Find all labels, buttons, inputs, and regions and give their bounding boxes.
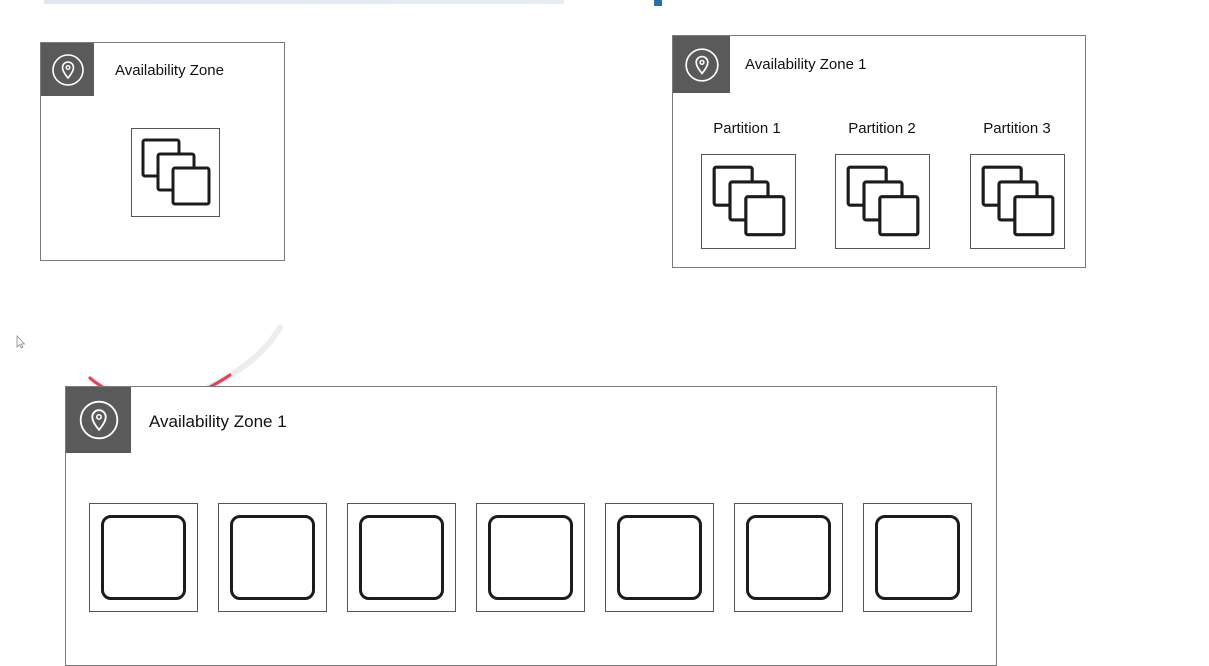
instance-box <box>863 503 972 612</box>
zone-title: Availability Zone <box>115 62 224 79</box>
instances-stack-icon <box>846 165 920 237</box>
partition-box-3 <box>970 154 1065 249</box>
availability-zone-cluster: Availability Zone <box>40 42 285 261</box>
header-accent-mark <box>654 0 662 6</box>
instance-box <box>89 503 198 612</box>
location-pin-icon <box>41 43 94 96</box>
instances-stack-icon <box>981 165 1055 237</box>
partition-label-1: Partition 1 <box>713 120 781 137</box>
instance-box <box>218 503 327 612</box>
location-pin-icon <box>66 387 131 453</box>
instance-box <box>347 503 456 612</box>
availability-zone-partition: Availability Zone 1 Partition 1 Partitio… <box>672 35 1086 268</box>
instance-box <box>734 503 843 612</box>
instance-group <box>131 128 220 217</box>
partition-box-2 <box>835 154 930 249</box>
partition-box-1 <box>701 154 796 249</box>
instance-box <box>605 503 714 612</box>
zone-title: Availability Zone 1 <box>149 412 287 431</box>
availability-zone-spread: Availability Zone 1 <box>65 386 997 666</box>
partition-label-3: Partition 3 <box>983 120 1051 137</box>
mouse-cursor-icon <box>16 335 26 349</box>
instances-stack-icon <box>712 165 786 237</box>
location-pin-icon <box>673 36 730 93</box>
partition-label-2: Partition 2 <box>848 120 916 137</box>
instance-box <box>476 503 585 612</box>
header-strip <box>44 0 564 4</box>
zone-title: Availability Zone 1 <box>745 56 867 73</box>
instances-stack-icon <box>141 138 211 206</box>
